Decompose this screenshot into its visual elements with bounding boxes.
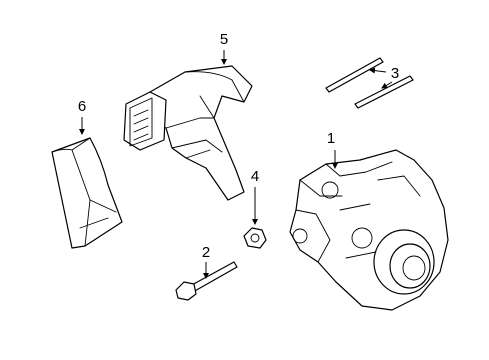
callout-3: 3 xyxy=(369,65,399,89)
part-2-bolt xyxy=(175,261,238,301)
svg-text:5: 5 xyxy=(220,31,228,48)
callout-5: 5 xyxy=(220,31,228,65)
svg-text:3: 3 xyxy=(391,65,399,82)
part-3-studs xyxy=(325,57,414,109)
part-5-cover xyxy=(123,65,253,201)
callout-4: 4 xyxy=(251,168,259,225)
callout-2: 2 xyxy=(202,244,210,279)
callout-1: 1 xyxy=(327,130,338,169)
part-4-nut xyxy=(243,227,267,249)
svg-text:2: 2 xyxy=(202,244,210,261)
svg-text:1: 1 xyxy=(327,130,335,147)
svg-text:4: 4 xyxy=(251,168,259,185)
svg-text:6: 6 xyxy=(78,98,86,115)
part-1-alternator xyxy=(289,149,449,311)
part-6-shield xyxy=(51,137,123,249)
callout-6: 6 xyxy=(78,98,86,135)
